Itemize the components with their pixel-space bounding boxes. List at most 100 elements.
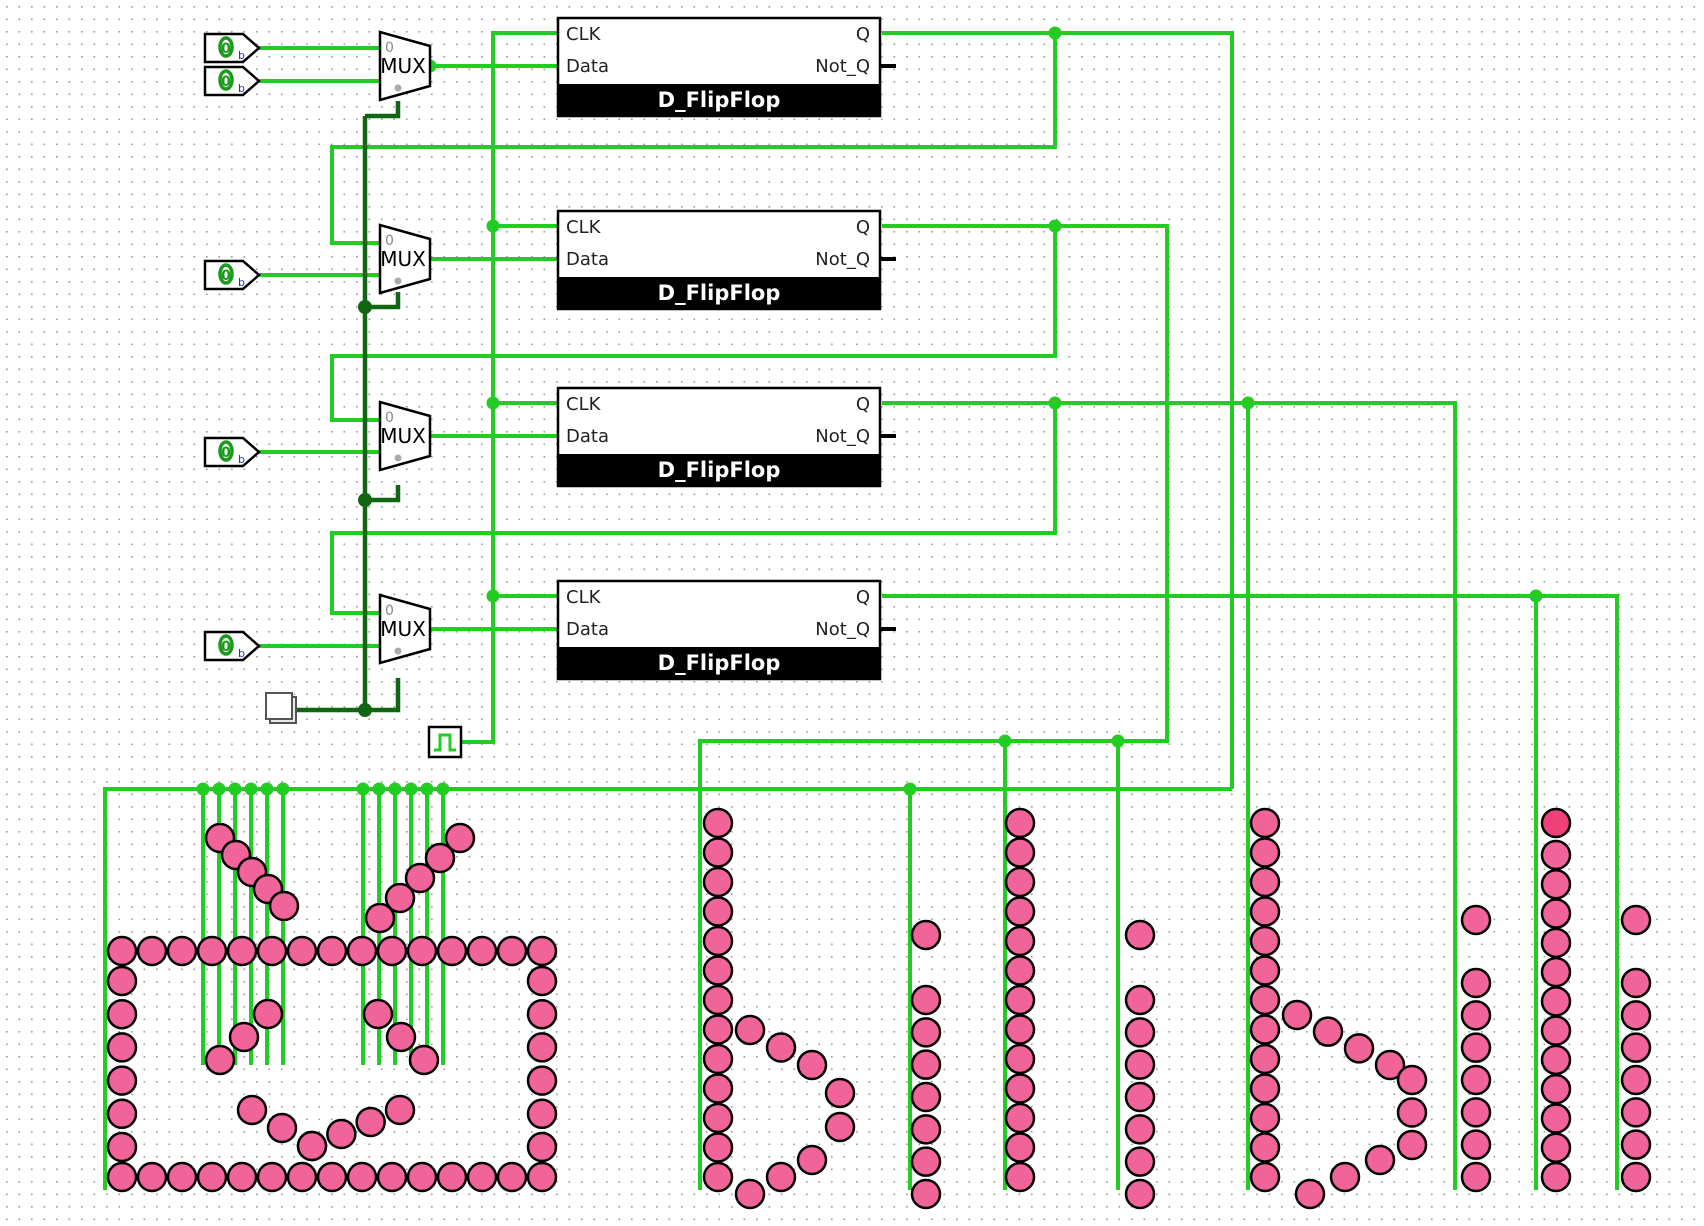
led xyxy=(296,1130,328,1162)
led xyxy=(1460,967,1492,999)
led xyxy=(1364,1144,1396,1176)
mux-input0-label: 0 xyxy=(385,233,394,249)
led xyxy=(1004,925,1036,957)
led xyxy=(424,842,456,874)
led xyxy=(1281,999,1313,1031)
led-matrix xyxy=(106,807,1652,1210)
led xyxy=(196,1161,228,1193)
led xyxy=(1540,1161,1572,1193)
pin-radix: b xyxy=(238,453,245,466)
not-q-stub xyxy=(880,627,896,631)
clk-label: CLK xyxy=(566,24,602,45)
select-button[interactable] xyxy=(265,692,297,724)
wire-junction xyxy=(1048,26,1062,40)
clock-source[interactable] xyxy=(427,725,463,759)
wire xyxy=(330,403,1057,615)
led xyxy=(1329,1161,1361,1193)
pin-value: 0 xyxy=(221,639,231,655)
control-components xyxy=(265,692,463,759)
led xyxy=(376,1161,408,1193)
led xyxy=(1249,1102,1281,1134)
led xyxy=(1249,1043,1281,1075)
led xyxy=(1460,904,1492,936)
led xyxy=(1249,896,1281,927)
wire xyxy=(882,31,1234,789)
led xyxy=(910,1178,942,1210)
mux-label: MUX xyxy=(380,424,426,448)
led xyxy=(408,1044,440,1076)
mux-body xyxy=(378,400,432,472)
pin-radix: b xyxy=(238,276,245,289)
led xyxy=(106,965,138,997)
not-q-label: Not_Q xyxy=(815,56,870,77)
led xyxy=(1620,904,1652,936)
led xyxy=(765,1161,797,1193)
led xyxy=(1004,984,1036,1016)
led xyxy=(406,935,438,967)
pin-value: 0 xyxy=(221,268,231,284)
mux-select-pin xyxy=(394,277,402,285)
clk-label: CLK xyxy=(566,394,602,415)
q-label: Q xyxy=(856,24,870,45)
wire-junction xyxy=(486,219,500,233)
mux-select-pin xyxy=(394,454,402,462)
wire xyxy=(698,224,1169,1190)
led xyxy=(702,925,734,957)
led xyxy=(1004,1043,1036,1075)
led xyxy=(1460,1161,1492,1193)
led xyxy=(1620,967,1652,999)
led xyxy=(362,998,394,1030)
led xyxy=(106,998,138,1030)
led xyxy=(1004,807,1036,839)
clock-body xyxy=(427,725,463,759)
led xyxy=(1249,984,1281,1016)
led xyxy=(136,1161,168,1193)
led xyxy=(702,866,734,898)
led xyxy=(204,1044,236,1076)
led xyxy=(1540,956,1572,988)
led xyxy=(1540,927,1572,959)
led xyxy=(734,1178,766,1210)
led xyxy=(1249,1161,1281,1193)
led xyxy=(316,1161,348,1193)
led xyxy=(1343,1033,1375,1064)
led xyxy=(526,1032,558,1063)
led xyxy=(702,896,734,927)
led xyxy=(1620,1161,1652,1193)
led xyxy=(1249,807,1281,839)
led xyxy=(106,1131,138,1163)
led xyxy=(1460,1000,1492,1031)
data-label: Data xyxy=(566,56,609,77)
led xyxy=(1620,1097,1652,1128)
led xyxy=(1460,1032,1492,1063)
led xyxy=(796,1144,828,1176)
led xyxy=(702,807,734,839)
led xyxy=(316,935,348,967)
led xyxy=(106,935,138,967)
led xyxy=(1620,1129,1652,1160)
led xyxy=(1540,986,1572,1017)
led xyxy=(702,1132,734,1163)
led xyxy=(346,1161,378,1193)
led xyxy=(266,1112,298,1144)
mux-select-pin xyxy=(394,647,402,655)
pin-value: 0 xyxy=(221,74,231,90)
led xyxy=(1294,1178,1326,1210)
led xyxy=(166,1161,198,1193)
mux-label: MUX xyxy=(380,54,426,78)
bus-wire xyxy=(365,678,401,713)
